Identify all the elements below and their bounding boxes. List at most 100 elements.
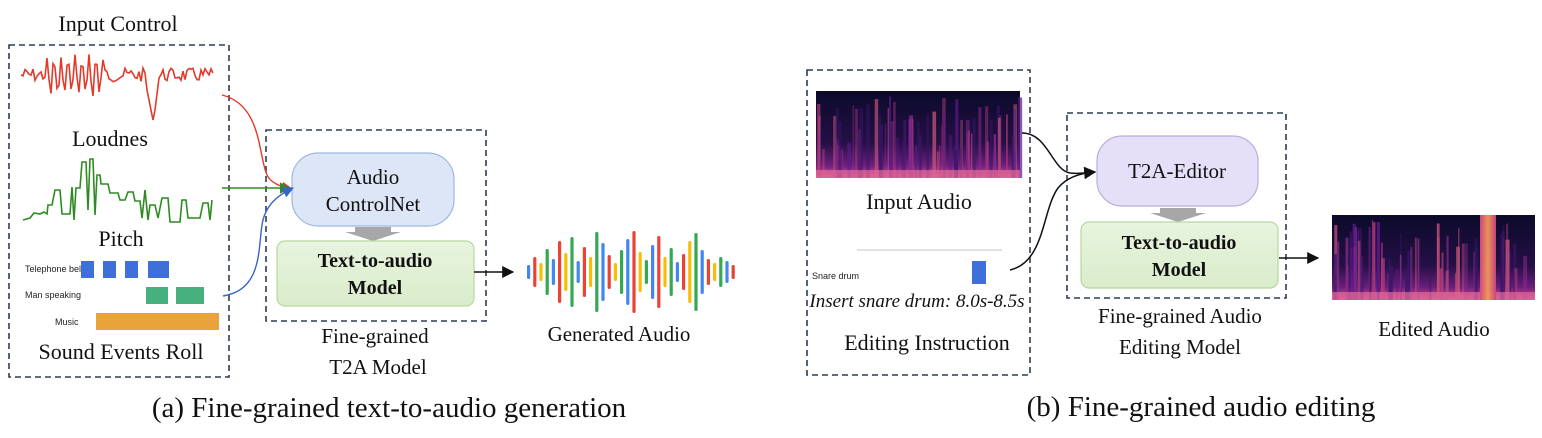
spectrogram-streak xyxy=(1446,235,1449,300)
event-block xyxy=(96,313,219,330)
spectrogram-streak xyxy=(1348,238,1351,300)
waveform-bar xyxy=(570,237,574,307)
waveform-bar xyxy=(582,247,586,297)
waveform-bar xyxy=(607,255,611,289)
spectrogram-streak xyxy=(1018,97,1023,178)
spectrogram-streak xyxy=(879,114,881,178)
spectrogram-streak xyxy=(1381,242,1383,300)
waveform-bar xyxy=(682,254,686,290)
spectrogram-streak xyxy=(942,98,946,178)
edited-audio-spectrogram xyxy=(1332,215,1535,300)
waveform-bar xyxy=(613,263,617,281)
spectrogram-streak xyxy=(1376,222,1380,300)
generated-audio-label: Generated Audio xyxy=(548,322,691,346)
spectrogram-streak xyxy=(835,108,839,178)
spectrogram-streak xyxy=(972,117,976,178)
finegrained-editing-box xyxy=(1066,112,1287,299)
waveform-bar xyxy=(545,249,549,295)
waveform-bar xyxy=(675,262,679,282)
events-arrow xyxy=(222,187,295,297)
spectrogram-streak xyxy=(1499,234,1503,300)
spectrogram-streak xyxy=(1429,271,1432,300)
spectrogram-streak xyxy=(939,145,941,178)
spectrogram-streak xyxy=(833,115,837,178)
spectrogram-streak xyxy=(1372,222,1376,300)
waveform-bar xyxy=(688,241,692,303)
spectrogram-streak xyxy=(1011,135,1014,178)
spectrogram-streak xyxy=(1389,266,1393,300)
loudness-arrow xyxy=(221,94,294,193)
spectrogram-streak xyxy=(1464,243,1468,300)
spectrogram-streak xyxy=(1414,237,1417,300)
spectrogram-band xyxy=(816,170,1020,178)
spectrogram-streak xyxy=(1400,257,1402,300)
spectrogram-streak xyxy=(1014,151,1017,178)
spectrogram-streak xyxy=(1473,251,1475,300)
generated-audio-waveform xyxy=(527,231,735,313)
spectrogram-streak xyxy=(1506,223,1509,300)
spectrogram-streak xyxy=(836,144,840,178)
waveform-bar xyxy=(731,265,735,279)
spectrogram-streak xyxy=(1410,246,1413,300)
spectrogram-streak xyxy=(954,149,958,178)
pitch-curve xyxy=(22,158,213,223)
spectrogram-streak xyxy=(1006,114,1008,178)
spectrogram-streak xyxy=(993,134,996,178)
spectrogram-streak xyxy=(1407,250,1411,300)
spectrogram-streak xyxy=(932,111,937,178)
controlnet-label-line2: ControlNet xyxy=(326,192,421,216)
spectrogram-streak xyxy=(1353,246,1356,300)
waveform-bar xyxy=(558,241,562,303)
spectrogram-streak xyxy=(884,123,887,178)
t2a-model-label-line1: Text-to-audio xyxy=(318,250,433,272)
spectrogram-streak xyxy=(1361,256,1363,300)
spectrogram-streak xyxy=(1476,242,1479,300)
controlnet-label-line1: Audio xyxy=(347,165,400,189)
spectrogram-streak xyxy=(948,135,953,178)
spectrogram-streak xyxy=(901,140,905,178)
pitch-label: Pitch xyxy=(98,226,143,251)
waveform-bar xyxy=(713,263,717,281)
spectrogram-streak xyxy=(1381,258,1385,300)
event-block xyxy=(176,287,204,304)
spectrogram-streak xyxy=(1439,268,1443,300)
spectrogram-streak xyxy=(941,125,943,178)
spectrogram-streak xyxy=(1474,238,1477,300)
spectrogram-streak xyxy=(889,96,891,178)
down-arrow-icon xyxy=(1150,208,1206,222)
spectrogram-streak xyxy=(1388,258,1392,300)
spectrogram-streak xyxy=(1371,220,1374,300)
spectrogram-streak xyxy=(822,149,825,178)
waveform-bar xyxy=(638,252,642,292)
t2a-model-node xyxy=(276,240,475,307)
spectrogram-streak xyxy=(989,120,993,178)
waveform-bar xyxy=(564,253,568,291)
down-arrow-icon xyxy=(345,227,401,241)
t2a-editor-node xyxy=(1096,135,1259,207)
waveform-bar xyxy=(663,257,667,287)
spectrogram-streak xyxy=(855,108,858,178)
spectrogram-streak xyxy=(985,106,989,178)
spectrogram-streak xyxy=(852,105,855,178)
caption-a: (a) Fine-grained text-to-audio generatio… xyxy=(152,392,627,424)
input-audio-label: Input Audio xyxy=(866,189,972,214)
event-label-music: Music xyxy=(55,317,79,327)
spectrogram-streak xyxy=(1445,270,1449,300)
finegrained-editing-label-line2: Editing Model xyxy=(1119,335,1241,359)
loudness-curve xyxy=(20,54,214,121)
spectrogram-streak xyxy=(893,101,896,178)
spectrogram-streak xyxy=(887,107,889,178)
spectrogram-streak xyxy=(1405,269,1409,300)
waveform-bar xyxy=(644,260,648,284)
event-block xyxy=(81,261,94,278)
waveform-bar xyxy=(576,261,580,283)
t2a-model-label-line2: Model xyxy=(348,277,403,299)
sound-events-label: Sound Events Roll xyxy=(38,339,203,364)
spectrogram-streak xyxy=(874,99,879,178)
spectrogram-streak xyxy=(1357,240,1361,300)
waveform-bar xyxy=(706,259,710,285)
waveform-bar xyxy=(725,261,729,283)
input-audio-arrow xyxy=(1021,132,1097,180)
edited-audio-label: Edited Audio xyxy=(1378,317,1489,341)
waveform-bar xyxy=(620,250,624,294)
